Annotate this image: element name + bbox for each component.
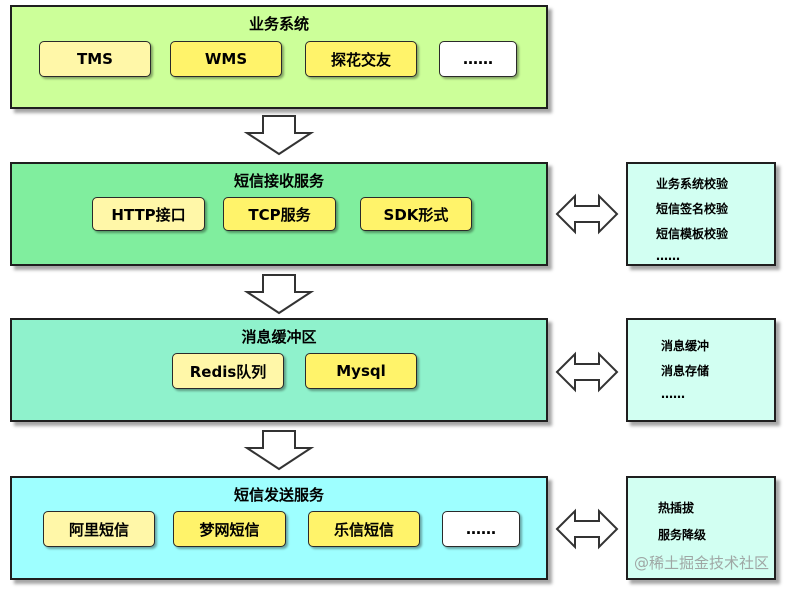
side-box-buffer-notes: 消息缓冲 消息存储 ……: [626, 318, 776, 422]
item-tanhua: 探花交友: [305, 41, 417, 77]
item-montnets-sms: 梦网短信: [173, 511, 286, 547]
layer-title: 短信发送服务: [233, 486, 324, 504]
layer-message-buffer: 消息缓冲区 Redis队列 Mysql: [10, 318, 548, 422]
item-more: ……: [442, 511, 520, 547]
item-redis: Redis队列: [172, 353, 284, 389]
item-aliyun-sms: 阿里短信: [43, 511, 155, 547]
item-http: HTTP接口: [92, 197, 205, 231]
layer-title: 消息缓冲区: [241, 328, 317, 346]
layer-sms-receive: 短信接收服务 HTTP接口 TCP服务 SDK形式: [10, 162, 548, 266]
side-item: 业务系统校验: [656, 177, 729, 191]
layer-business-systems: 业务系统 TMS WMS 探花交友 ……: [10, 5, 548, 109]
side-item: 短信签名校验: [656, 202, 729, 216]
item-mysql: Mysql: [305, 353, 417, 389]
side-item: ……: [661, 387, 685, 401]
item-wms: WMS: [170, 41, 282, 77]
double-arrow-icon: [555, 351, 619, 393]
layer-title: 短信接收服务: [233, 172, 324, 190]
item-sdk: SDK形式: [360, 197, 472, 231]
item-more: ……: [439, 41, 517, 77]
down-arrow-icon: [243, 115, 315, 156]
watermark: @稀土掘金技术社区: [633, 554, 769, 572]
layer-sms-send: 短信发送服务 阿里短信 梦网短信 乐信短信 ……: [10, 476, 548, 580]
item-tms: TMS: [39, 41, 151, 77]
layer-title: 业务系统: [248, 15, 309, 33]
side-box-receive-checks: 业务系统校验 短信签名校验 短信模板校验 ……: [626, 162, 776, 266]
item-tcp: TCP服务: [223, 197, 336, 231]
double-arrow-icon: [555, 193, 619, 235]
side-item: ……: [656, 249, 680, 263]
down-arrow-icon: [243, 274, 315, 315]
side-item: 消息存储: [661, 364, 710, 378]
down-arrow-icon: [243, 430, 315, 471]
double-arrow-icon: [555, 508, 619, 550]
item-lexin-sms: 乐信短信: [308, 511, 420, 547]
side-item: 服务降级: [658, 528, 707, 542]
side-item: 短信模板校验: [656, 227, 729, 241]
side-item: 消息缓冲: [661, 339, 710, 353]
side-box-send-features: 热插拔 服务降级: [626, 476, 776, 580]
side-item: 热插拔: [658, 501, 695, 515]
